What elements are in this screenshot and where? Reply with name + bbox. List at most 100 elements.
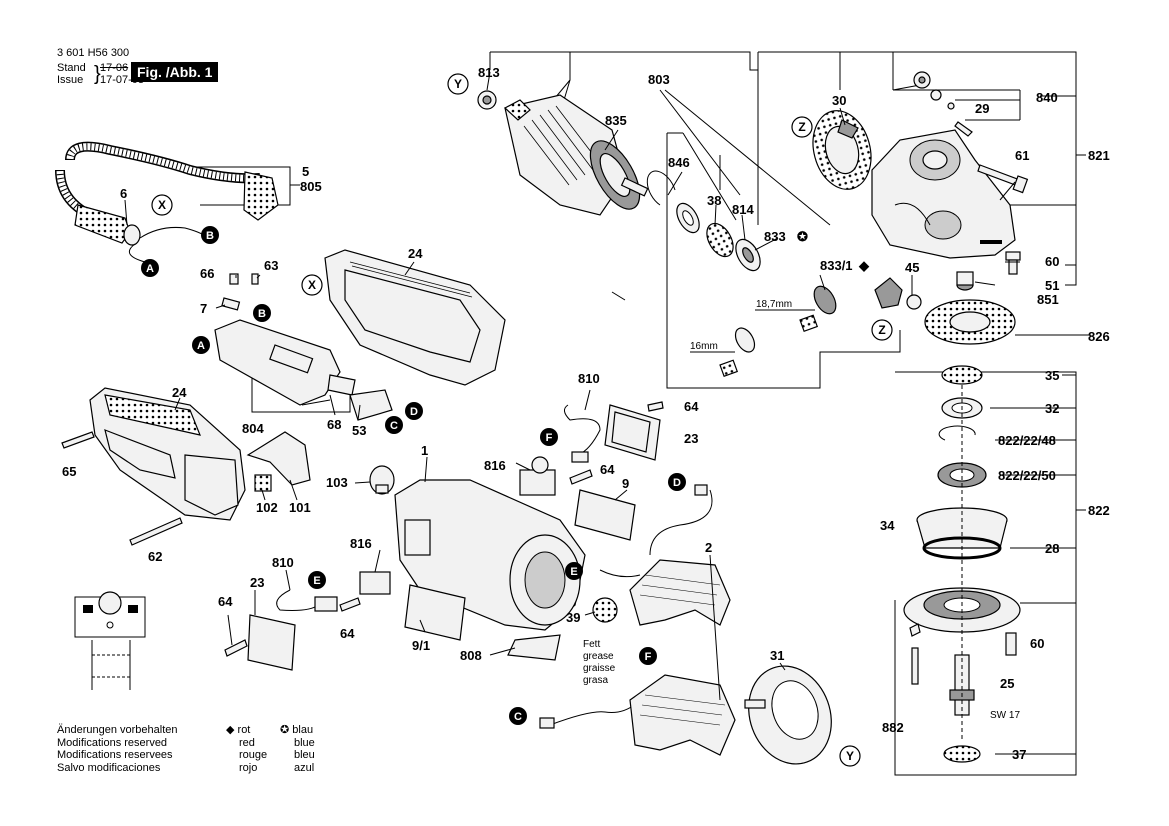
marker-x-housing: X bbox=[308, 278, 316, 292]
bearing-814 bbox=[706, 222, 734, 258]
figure-label: Fig. /Abb. 1 bbox=[131, 62, 219, 82]
legend-blue: ✪ blau blue bleu azul bbox=[280, 724, 315, 774]
legend-blue-es: azul bbox=[294, 761, 315, 774]
bearing-833 bbox=[735, 238, 761, 272]
label-25: 25 bbox=[1000, 676, 1014, 691]
brush-holder-833-1 bbox=[719, 285, 837, 378]
armature-835 bbox=[503, 94, 649, 216]
note-line-en: Modifications reserved bbox=[57, 736, 168, 749]
label-846: 846 bbox=[668, 155, 690, 170]
brace-glyph: } bbox=[94, 63, 101, 85]
label-23-bottom: 23 bbox=[250, 575, 264, 590]
marker-c-bottom: C bbox=[514, 711, 522, 723]
cover-23-top bbox=[604, 404, 661, 461]
bushing-51 bbox=[956, 271, 974, 291]
marker-b-cable: B bbox=[206, 230, 214, 242]
legend-red-es: rojo bbox=[239, 761, 258, 774]
stand-date: 17-06 bbox=[100, 62, 129, 74]
label-30: 30 bbox=[832, 93, 846, 108]
screws-65-62 bbox=[61, 431, 183, 546]
label-821: 821 bbox=[1088, 148, 1110, 163]
label-810-bottom: 810 bbox=[272, 555, 294, 570]
dimension-lines: 18,7mm 16mm bbox=[690, 299, 815, 353]
label-803: 803 bbox=[648, 72, 670, 87]
label-61: 61 bbox=[1015, 148, 1029, 163]
retaining-ring-846 bbox=[646, 170, 676, 206]
housing-half-24-lower bbox=[89, 387, 246, 521]
screw-60-top bbox=[1005, 251, 1021, 275]
modifications-note: Änderungen vorbehalten Modifications res… bbox=[57, 724, 177, 774]
marker-e-right: E bbox=[570, 566, 577, 578]
crown-gear-826 bbox=[924, 299, 1016, 345]
label-35: 35 bbox=[1045, 368, 1059, 383]
bevel-gear-30 bbox=[812, 110, 872, 190]
end-shield-31 bbox=[744, 665, 832, 765]
housing-half-24-upper bbox=[324, 249, 506, 386]
legend-red-de: rot bbox=[237, 724, 251, 736]
wiring-schematic bbox=[74, 591, 146, 690]
grease-en: grease bbox=[583, 651, 614, 662]
lever-101 bbox=[246, 431, 311, 486]
grease-fr: graisse bbox=[583, 663, 616, 674]
strain-relief-103 bbox=[369, 465, 395, 495]
label-822-22-50: 822/22/50 bbox=[998, 468, 1056, 483]
switch-assembly-804 bbox=[214, 273, 393, 421]
label-816-bottom: 816 bbox=[350, 536, 372, 551]
label-804: 804 bbox=[242, 421, 264, 436]
issue-label: Issue bbox=[57, 74, 84, 86]
cover-23-bottom bbox=[247, 614, 296, 671]
grease-39 bbox=[592, 597, 618, 623]
capacitor-816-bottom bbox=[359, 571, 391, 595]
marker-x-cable: X bbox=[158, 198, 166, 212]
label-9: 9 bbox=[622, 476, 629, 491]
marker-b-switch: B bbox=[258, 308, 266, 320]
label-835: 835 bbox=[605, 113, 627, 128]
spindle-lock-parts-840 bbox=[913, 71, 973, 137]
label-826: 826 bbox=[1088, 329, 1110, 344]
label-39: 39 bbox=[566, 610, 580, 625]
spindle-stack-822 bbox=[903, 365, 1021, 763]
power-cable-805 bbox=[55, 141, 279, 263]
label-38: 38 bbox=[707, 193, 721, 208]
legend-red: ◆ rot red rouge rojo bbox=[226, 724, 267, 774]
label-66: 66 bbox=[200, 266, 214, 281]
label-101: 101 bbox=[289, 500, 311, 515]
label-840: 840 bbox=[1036, 90, 1058, 105]
label-805: 805 bbox=[300, 179, 322, 194]
label-24-lower: 24 bbox=[172, 385, 187, 400]
label-5: 5 bbox=[302, 164, 309, 179]
label-833: 833 bbox=[764, 229, 786, 244]
legend-red-en: red bbox=[239, 736, 255, 749]
screw-61 bbox=[977, 164, 1029, 194]
label-822-22-48: 822/22/48 bbox=[998, 433, 1056, 448]
wrench-size: SW 17 bbox=[990, 710, 1020, 721]
screws-60-882 bbox=[909, 623, 1017, 685]
label-851: 851 bbox=[1037, 292, 1059, 307]
marker-a-switch: A bbox=[197, 340, 205, 352]
label-28: 28 bbox=[1045, 541, 1059, 556]
marker-d-switch: D bbox=[410, 406, 418, 418]
label-7: 7 bbox=[200, 301, 207, 316]
capacitor-816-top bbox=[519, 456, 556, 496]
marker-d-coil: D bbox=[673, 477, 681, 489]
label-24-upper: 24 bbox=[408, 246, 423, 261]
label-882: 882 bbox=[882, 720, 904, 735]
label-9-1 bbox=[404, 584, 466, 641]
dim-16mm: 16mm bbox=[690, 341, 718, 352]
label-1: 1 bbox=[421, 443, 428, 458]
label-23-top: 23 bbox=[684, 431, 698, 446]
gear-head-housing-821 bbox=[871, 129, 1016, 259]
field-coil-2 bbox=[629, 559, 736, 756]
label-64-b: 64 bbox=[600, 462, 615, 477]
marker-y-top: Y bbox=[454, 77, 462, 91]
label-833-1: 833/1 bbox=[820, 258, 853, 273]
label-6: 6 bbox=[120, 186, 127, 201]
label-103: 103 bbox=[326, 475, 348, 490]
assembly-frames bbox=[180, 51, 1090, 776]
diamond-icon-833-1: ◆ bbox=[858, 258, 870, 273]
label-64-c: 64 bbox=[340, 626, 355, 641]
label-813: 813 bbox=[478, 65, 500, 80]
reference-markers-open: Y Z Z X X Y bbox=[151, 73, 893, 767]
leader-lines bbox=[124, 71, 1020, 701]
